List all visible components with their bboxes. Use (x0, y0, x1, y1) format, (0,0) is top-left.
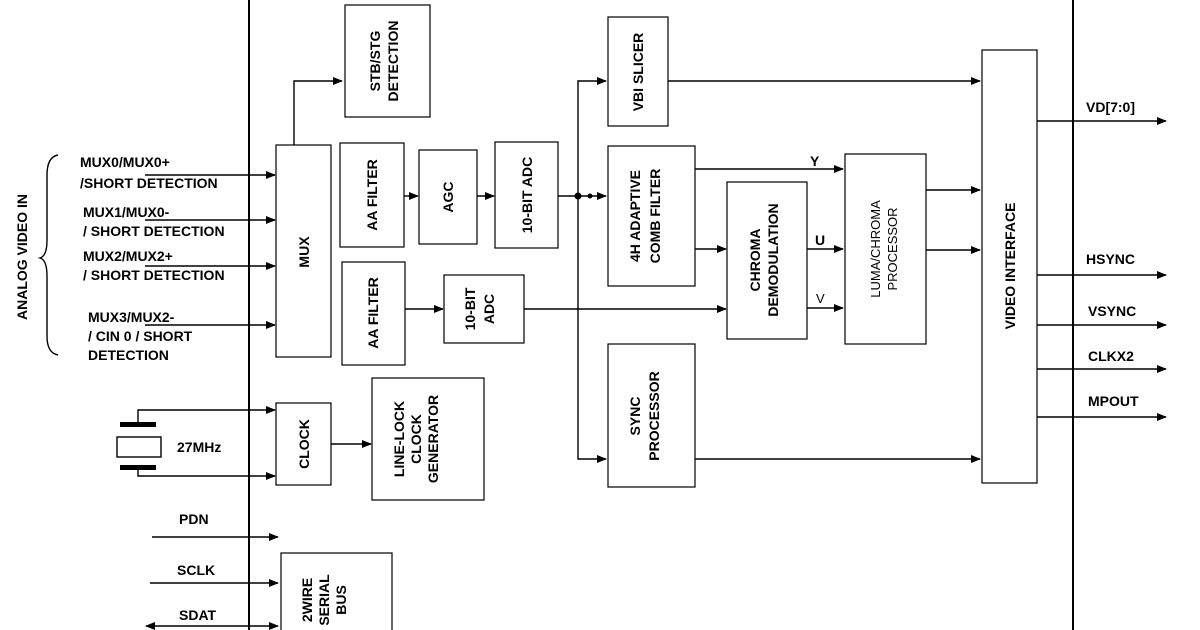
sdat-label: SDAT (179, 607, 217, 623)
mux-block (275, 144, 332, 358)
input-mux1: MUX1/MUX0- / SHORT DETECTION (83, 204, 225, 239)
aa-filter-1-label: AA FILTER (364, 159, 380, 231)
signal-y-label: Y (810, 153, 820, 169)
svg-text:/ CIN 0 / SHORT: / CIN 0 / SHORT (88, 328, 193, 344)
wire-mux-to-stb (293, 77, 343, 145)
output-vsync-label: VSYNC (1088, 303, 1136, 319)
svg-text:MUX1/MUX0-: MUX1/MUX0- (83, 204, 170, 220)
input-mux0: MUX0/MUX0+ /SHORT DETECTION (80, 154, 218, 191)
chroma-demod-block (726, 181, 808, 340)
video-interface-label: VIDEO INTERFACE (1002, 203, 1018, 330)
linelock-label-1: LINE-LOCK (391, 401, 407, 477)
junction-dot-2 (587, 193, 593, 199)
svg-text:/ SHORT DETECTION: / SHORT DETECTION (83, 267, 225, 283)
signal-u-label: U (815, 232, 825, 248)
serial-bus-label-1: 2WIRE (299, 578, 315, 622)
svg-text:MUX0/MUX0+: MUX0/MUX0+ (80, 154, 170, 170)
linelock-label-2: CLOCK (408, 414, 424, 464)
serial-bus-block (280, 552, 393, 630)
sync-processor-label-2: PROCESSOR (646, 371, 662, 460)
chroma-demod-label-2: DEMODULATION (765, 203, 781, 316)
input-brace (37, 154, 59, 356)
aa-filter-2-block (341, 261, 406, 366)
aa-filter-2-label: AA FILTER (365, 277, 381, 349)
luma-chroma-block (844, 153, 927, 345)
video-interface-block (981, 49, 1038, 484)
luma-chroma-label-2: PROCESSOR (885, 207, 900, 290)
stb-detection-label-2: DETECTION (385, 21, 401, 102)
wire-xtal-bottom (137, 470, 276, 480)
comb-filter-label-2: COMB FILTER (647, 169, 663, 264)
sync-processor-block (607, 343, 696, 488)
adc-2-label-2: ADC (481, 294, 497, 324)
output-clkx2-label: CLKX2 (1088, 348, 1134, 364)
input-mux2: MUX2/MUX2+ / SHORT DETECTION (83, 248, 225, 283)
wire-to-vbi (577, 77, 607, 196)
input-mux3: MUX3/MUX2- / CIN 0 / SHORT DETECTION (88, 309, 193, 363)
wire-to-sync (577, 196, 607, 463)
adc-1-label: 10-BIT ADC (519, 157, 535, 234)
adc-2-label-1: 10-BIT (462, 287, 478, 330)
agc-label: AGC (440, 181, 456, 212)
pdn-label: PDN (179, 511, 209, 527)
vbi-slicer-label: VBI SLICER (630, 33, 646, 112)
mux-label: MUX (296, 236, 312, 268)
adc-2-block (443, 274, 525, 344)
output-vd-label: VD[7:0] (1086, 99, 1135, 115)
serial-bus-label-3: BUS (333, 585, 349, 615)
output-hsync-label: HSYNC (1086, 251, 1135, 267)
aa-filter-1-block (339, 142, 405, 248)
chroma-demod-label-1: CHROMA (747, 229, 763, 292)
vbi-slicer-block (607, 16, 669, 127)
clock-label: CLOCK (296, 419, 312, 469)
serial-bus-label-2: SERIAL (316, 574, 332, 626)
sync-processor-label-1: SYNC (627, 397, 643, 436)
svg-text:MUX2/MUX2+: MUX2/MUX2+ (83, 248, 173, 264)
crystal-icon (116, 422, 162, 470)
linelock-block (371, 377, 485, 501)
agc-block (418, 149, 478, 245)
output-mpout-label: MPOUT (1088, 393, 1139, 409)
luma-chroma-label-1: LUMA/CHROMA (868, 200, 883, 298)
side-label: ANALOG VIDEO IN (14, 194, 30, 320)
stb-detection-block (344, 4, 431, 118)
svg-text:/ SHORT DETECTION: / SHORT DETECTION (83, 223, 225, 239)
svg-text:/SHORT DETECTION: /SHORT DETECTION (80, 175, 218, 191)
sclk-label: SCLK (177, 562, 215, 578)
wire-xtal-top (137, 406, 276, 422)
svg-text:DETECTION: DETECTION (88, 347, 169, 363)
linelock-label-3: GENERATOR (425, 395, 441, 483)
adc-1-block (494, 141, 559, 249)
comb-filter-block (607, 145, 696, 287)
crystal-freq-label: 27MHz (177, 439, 221, 455)
svg-text:MUX3/MUX2-: MUX3/MUX2- (88, 309, 175, 325)
comb-filter-label-1: 4H ADAPTIVE (627, 170, 643, 262)
stb-detection-label-1: STB/STG (367, 31, 383, 92)
signal-v-label: V (816, 291, 825, 306)
